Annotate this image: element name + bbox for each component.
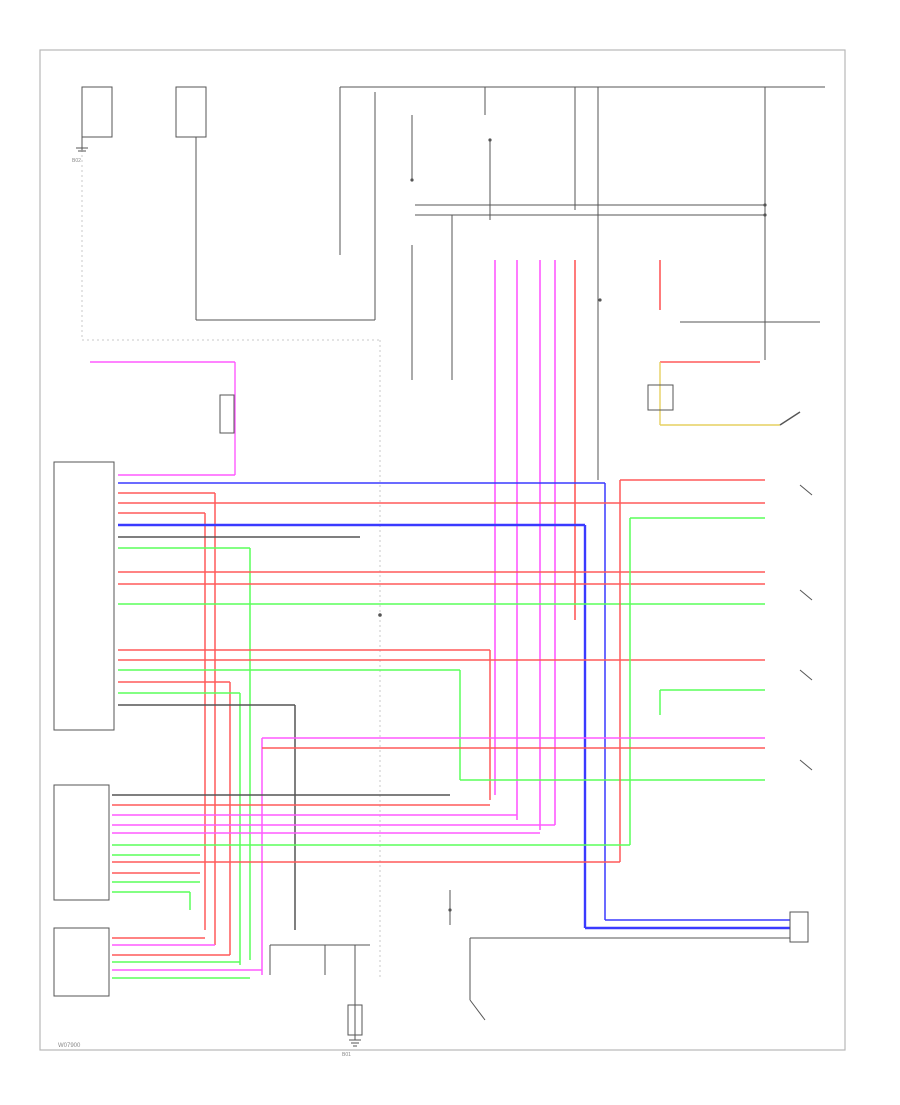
fuse-box-left-1 (81, 86, 113, 150)
ground-symbol-1 (349, 1039, 361, 1047)
top-wire-risers (494, 260, 661, 830)
second-ecu-block (53, 784, 110, 901)
sensor-loop-left (90, 361, 236, 476)
fuse-box-left-2 (175, 86, 376, 321)
third-ecu-block (53, 927, 110, 997)
bottom-relay-area (269, 890, 790, 1040)
right-switch-symbols (789, 484, 813, 943)
second-ecu-wires (112, 794, 630, 910)
diagram-code: W07900 (58, 1043, 81, 1049)
relay-loop-right (647, 321, 820, 426)
main-ecu-block (53, 461, 115, 731)
ground-label-2: B02 (72, 158, 81, 164)
right-side-wires (261, 479, 765, 975)
ground-symbol-2 (76, 147, 88, 152)
ecu-output-wires (118, 482, 790, 965)
third-ecu-wires (112, 937, 262, 979)
top-power-bus (339, 86, 825, 480)
diagram-frame (39, 49, 846, 1051)
junction-dots (378, 138, 767, 912)
ground-label-1: B01 (342, 1052, 351, 1058)
